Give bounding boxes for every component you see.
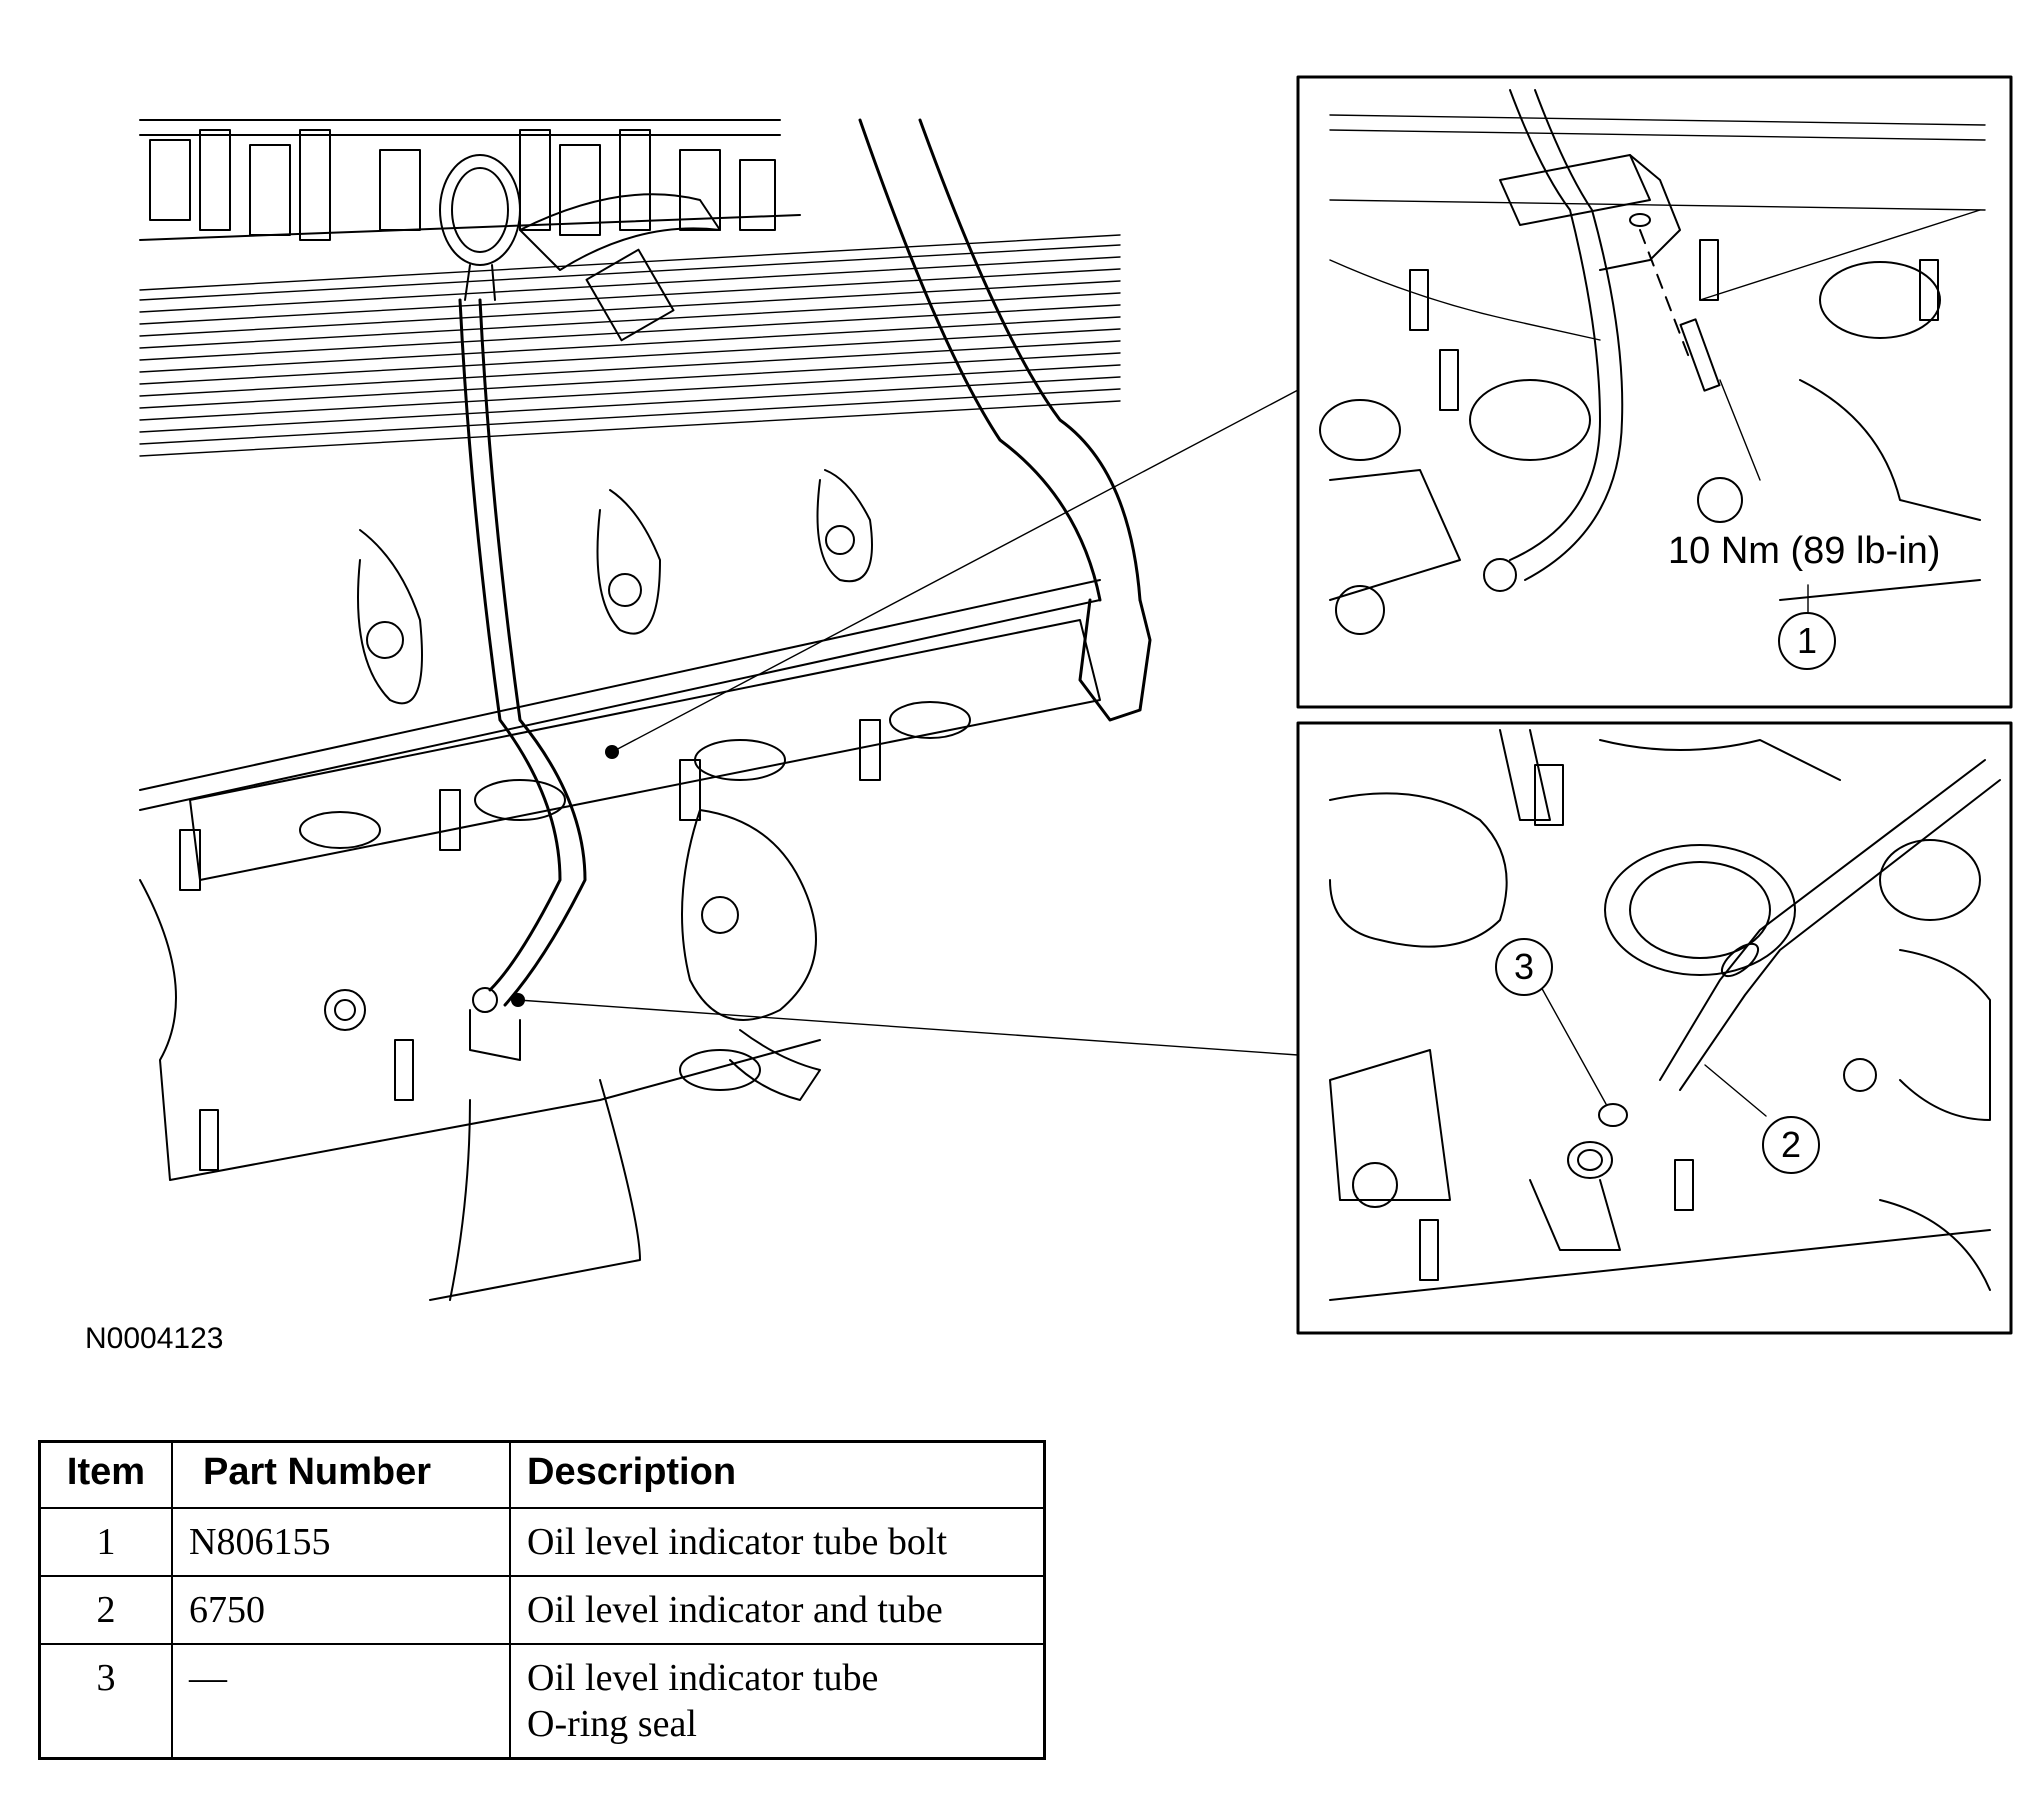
description-line: Oil level indicator tube bolt bbox=[527, 1521, 948, 1563]
row-part-number: 6750 bbox=[171, 1575, 511, 1645]
header-item: Item bbox=[38, 1440, 173, 1509]
header-part-number: Part Number bbox=[171, 1440, 511, 1509]
description-line: Oil level indicator tube bbox=[527, 1657, 879, 1699]
table-row: 3 — Oil level indicator tube O-ring seal bbox=[38, 1643, 1046, 1760]
row-part-number: — bbox=[171, 1643, 511, 1760]
table-header-row: Item Part Number Description bbox=[38, 1440, 1046, 1509]
figure-id: N0004123 bbox=[85, 1322, 224, 1355]
table-row: 2 6750 Oil level indicator and tube bbox=[38, 1575, 1046, 1645]
callout-1: 1 bbox=[1778, 612, 1836, 670]
row-item: 1 bbox=[38, 1507, 173, 1577]
parts-table: Item Part Number Description 1 N806155 O… bbox=[38, 1440, 1046, 1760]
table-row: 1 N806155 Oil level indicator tube bolt bbox=[38, 1507, 1046, 1577]
inset-detail-top bbox=[1296, 75, 2013, 709]
callout-3: 3 bbox=[1495, 938, 1553, 996]
row-part-number: N806155 bbox=[171, 1507, 511, 1577]
description-line: Oil level indicator and tube bbox=[527, 1589, 943, 1631]
torque-spec-label: 10 Nm (89 lb-in) bbox=[1668, 530, 1941, 572]
row-description: Oil level indicator and tube bbox=[509, 1575, 1046, 1645]
description-line: O-ring seal bbox=[527, 1703, 697, 1745]
row-item: 2 bbox=[38, 1575, 173, 1645]
row-description: Oil level indicator tube O-ring seal bbox=[509, 1643, 1046, 1760]
row-description: Oil level indicator tube bolt bbox=[509, 1507, 1046, 1577]
inset-detail-bottom bbox=[1296, 721, 2013, 1335]
callout-2: 2 bbox=[1762, 1116, 1820, 1174]
header-description: Description bbox=[509, 1440, 1046, 1509]
main-engine-view bbox=[139, 118, 1299, 1301]
row-item: 3 bbox=[38, 1643, 173, 1760]
